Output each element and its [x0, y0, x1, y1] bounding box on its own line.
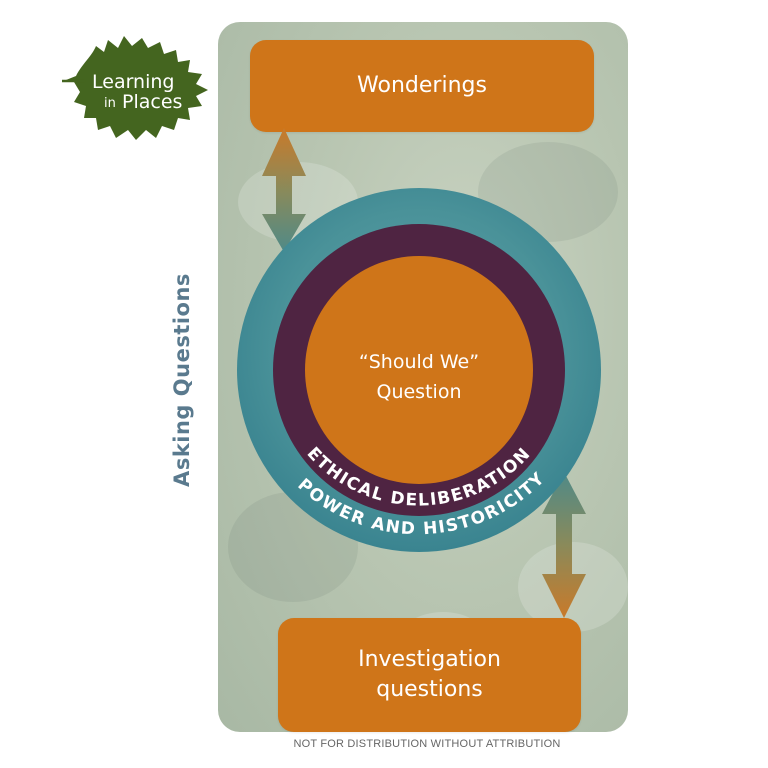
logo-text-in: in	[104, 96, 116, 111]
center-text-line1: “Should We”	[359, 351, 479, 373]
wonderings-label: Wonderings	[357, 73, 487, 98]
center-text-line2: Question	[377, 381, 462, 403]
investigation-label-line1: Investigation	[358, 647, 501, 672]
learning-in-places-logo: Learning in Places	[62, 36, 208, 140]
logo-text-learning: Learning	[92, 71, 175, 93]
leaf-icon	[66, 36, 208, 140]
upper-double-arrow	[262, 128, 306, 252]
logo-text-places: Places	[122, 91, 182, 113]
lower-double-arrow	[542, 472, 586, 618]
investigation-label-line2: questions	[376, 677, 483, 702]
should-we-center	[305, 256, 533, 484]
wonderings-box: Wonderings	[250, 40, 594, 132]
attribution-footer: NOT FOR DISTRIBUTION WITHOUT ATTRIBUTION	[293, 738, 561, 750]
investigation-questions-box: Investigation questions	[278, 618, 581, 732]
